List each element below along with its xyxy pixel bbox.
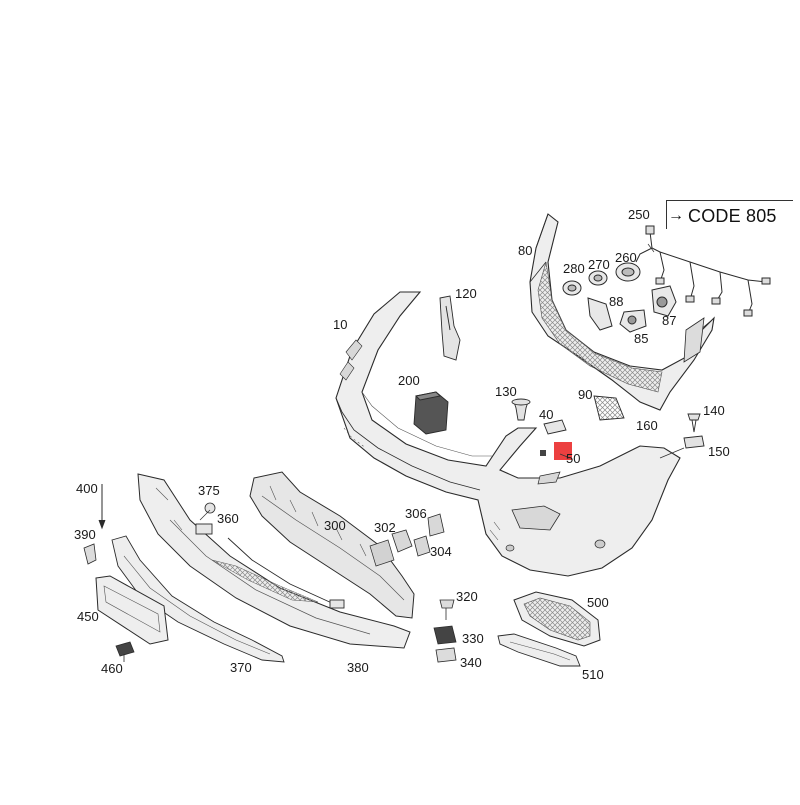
part-label-130: 130 [495,384,517,399]
part-label-250: 250 [628,207,650,222]
part-label-200: 200 [398,373,420,388]
part-label-260: 260 [615,250,637,265]
part-label-400: 400 [76,481,98,496]
part-label-390: 390 [74,527,96,542]
code-reference: → CODE 805 [668,204,777,228]
mount-brackets [391,513,445,557]
part-label-10: 10 [333,317,348,332]
part-label-500: 500 [587,595,609,610]
fasteners [511,398,705,449]
part-label-140: 140 [703,403,725,418]
impact-absorber [249,471,415,619]
code-reference-text: CODE 805 [688,205,777,226]
part-label-360: 360 [217,511,239,526]
part-label-85: 85 [634,331,649,346]
part-label-90: 90 [578,387,593,402]
mesh-insert [593,395,625,421]
side-clip [83,543,97,565]
part-label-375: 375 [198,483,220,498]
part-label-270: 270 [588,257,610,272]
part-label-150: 150 [708,444,730,459]
trim-strip [195,523,345,609]
control-unit [413,391,449,435]
part-label-87: 87 [662,313,677,328]
part-label-510: 510 [582,667,604,682]
part-label-80: 80 [518,243,533,258]
part-label-330: 330 [462,631,484,646]
parking-sensors [562,262,677,333]
leader-lines [199,243,685,521]
part-label-40: 40 [539,407,554,422]
part-label-302: 302 [374,520,396,535]
arrow-right-icon: → [668,207,684,224]
mounting-bolt [115,641,135,662]
part-label-88: 88 [609,294,624,309]
part-400-leader [98,484,106,530]
fog-light-trim [497,633,581,667]
part-label-306: 306 [405,506,427,521]
part-label-380: 380 [347,660,369,675]
part-label-300: 300 [324,518,346,533]
code-reference-frame [666,200,793,229]
highlight-marker [554,442,572,460]
lower-fasteners [433,599,457,663]
part-label-280: 280 [563,261,585,276]
part-label-340: 340 [460,655,482,670]
part-label-120: 120 [455,286,477,301]
part-label-304: 304 [430,544,452,559]
wiring-harness [635,225,771,317]
tow-hook-cover [540,419,572,460]
lower-spoiler [137,473,411,649]
side-bracket [439,295,461,361]
fog-light-grille [513,591,601,647]
part-label-370: 370 [230,660,252,675]
part-label-50: 50 [566,451,581,466]
washer [204,502,216,514]
part-label-320: 320 [456,589,478,604]
license-plate-bracket [95,575,169,645]
upper-grille-frame [529,213,715,411]
part-label-460: 460 [101,661,123,676]
part-label-450: 450 [77,609,99,624]
part-label-160: 160 [636,418,658,433]
bumper-cover [335,291,681,577]
